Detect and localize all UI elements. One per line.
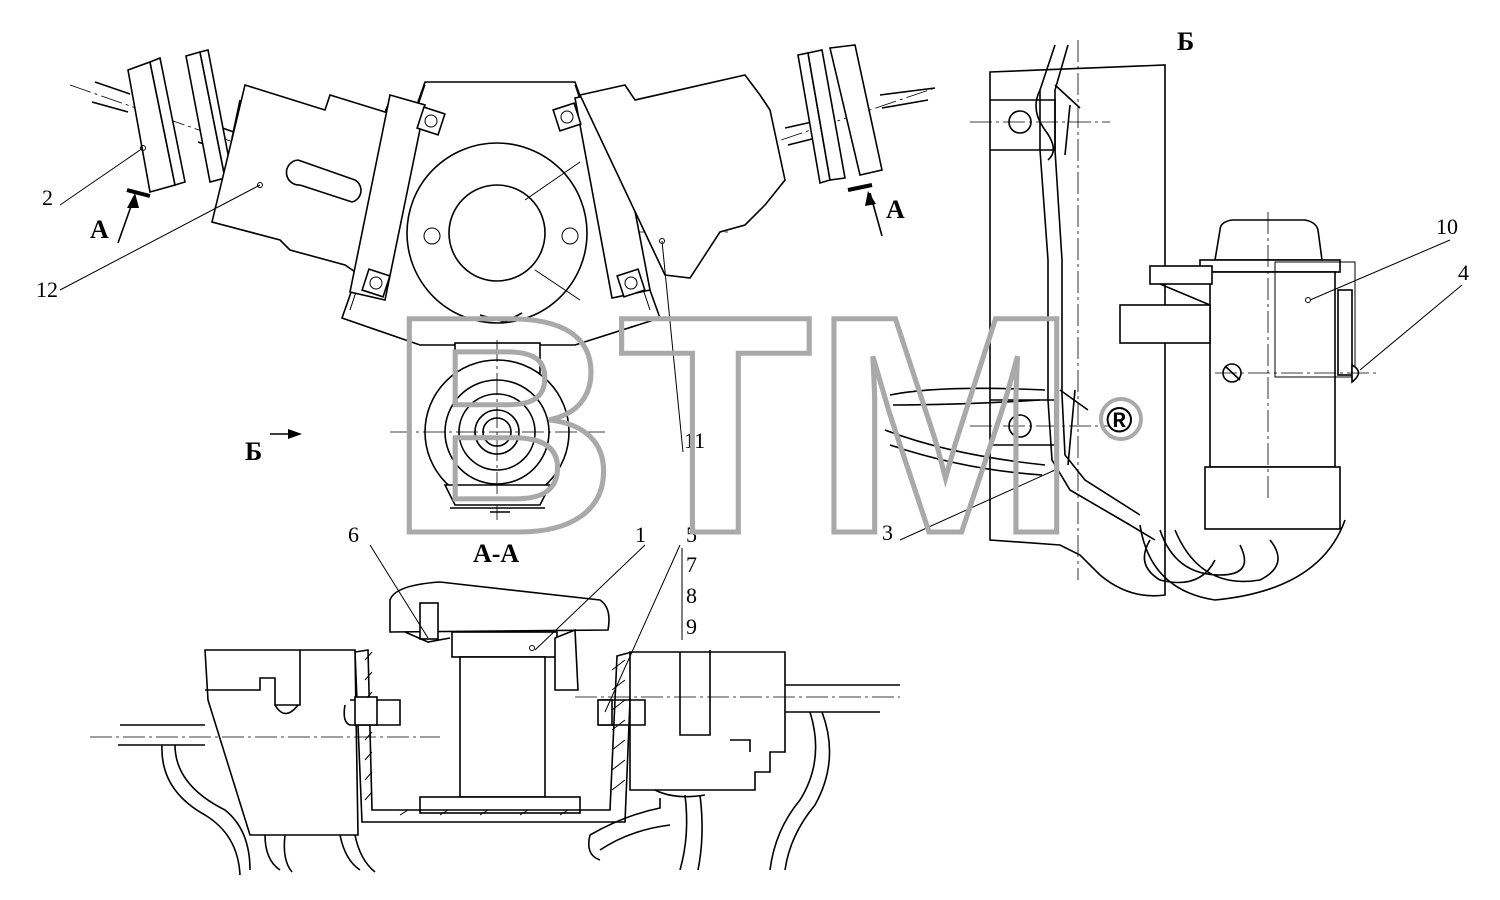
main-view: [59, 44, 936, 520]
callout-11: 11: [684, 428, 705, 453]
view-b-title: Б: [1177, 27, 1194, 56]
callout-10: 10: [1436, 214, 1458, 239]
callout-12: 12: [36, 277, 58, 302]
section-arrow-label-right: А: [886, 195, 905, 224]
callout-9: 9: [686, 614, 697, 639]
callout-8: 8: [686, 583, 697, 608]
view-b-arrow-label: Б: [245, 437, 262, 466]
callout-3: 3: [882, 520, 893, 545]
callout-7: 7: [686, 552, 697, 577]
registered-mark-ring: [1099, 397, 1143, 441]
view-b: [884, 40, 1463, 601]
section-a-a-title: А-А: [473, 539, 519, 568]
watermark-registered-mark: ®: [1106, 399, 1133, 440]
lower-plug-component: [390, 340, 605, 520]
watermark-text: BTM: [388, 251, 1078, 598]
callout-5: 5: [686, 522, 697, 547]
section-a-a: [90, 544, 900, 876]
btm-watermark: BTM ®: [386, 249, 1143, 601]
callout-1: 1: [635, 522, 646, 547]
callout-4: 4: [1458, 260, 1469, 285]
section-arrow-label-left: А: [90, 215, 109, 244]
callout-6: 6: [348, 522, 359, 547]
callout-2: 2: [42, 185, 53, 210]
